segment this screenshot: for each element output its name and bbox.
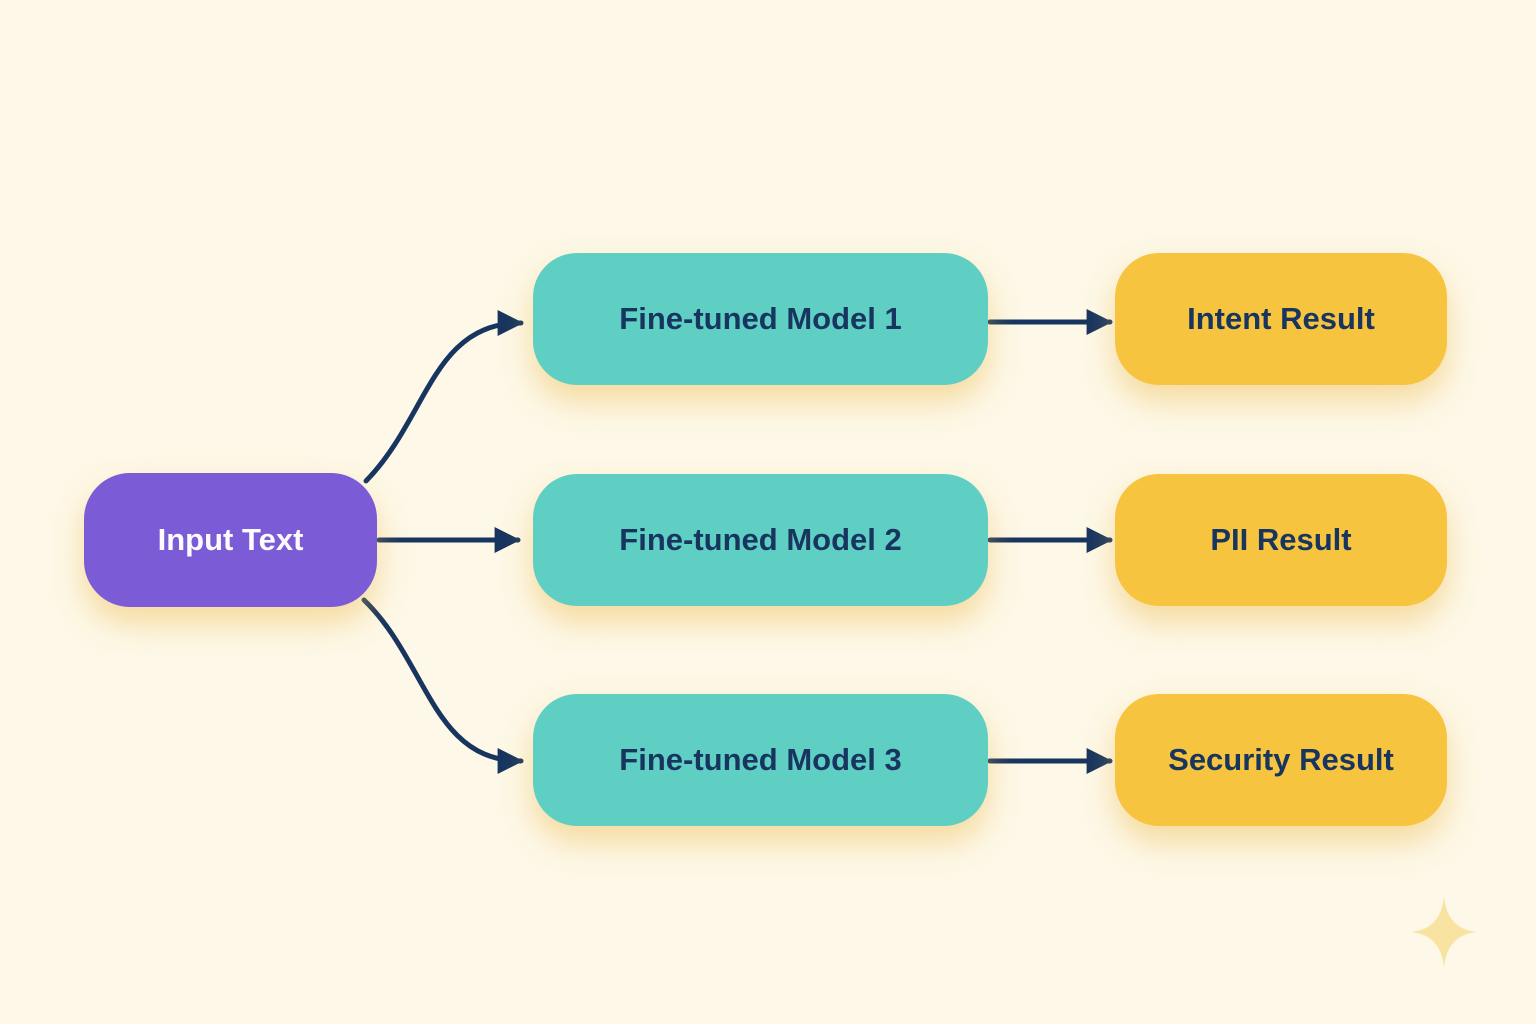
edge-input-to-model3	[361, 597, 524, 774]
fine-tuned-model-1-node: Fine-tuned Model 1	[533, 253, 988, 385]
fine-tuned-model-3-label: Fine-tuned Model 3	[619, 742, 902, 777]
input-text-label: Input Text	[157, 522, 304, 557]
input-text-node: Input Text	[84, 473, 377, 607]
fine-tuned-model-2-node: Fine-tuned Model 2	[533, 474, 988, 606]
security-result-label: Security Result	[1168, 742, 1394, 777]
fine-tuned-model-2-label: Fine-tuned Model 2	[619, 522, 902, 557]
edge-input-to-model1	[363, 310, 524, 484]
fine-tuned-model-3-node: Fine-tuned Model 3	[533, 694, 988, 826]
security-result-node: Security Result	[1115, 694, 1447, 826]
sparkle-icon	[1411, 896, 1477, 968]
intent-result-label: Intent Result	[1187, 301, 1375, 336]
pii-result-node: PII Result	[1115, 474, 1447, 606]
pii-result-label: PII Result	[1210, 522, 1352, 557]
intent-result-node: Intent Result	[1115, 253, 1447, 385]
fine-tuned-model-1-label: Fine-tuned Model 1	[619, 301, 902, 336]
